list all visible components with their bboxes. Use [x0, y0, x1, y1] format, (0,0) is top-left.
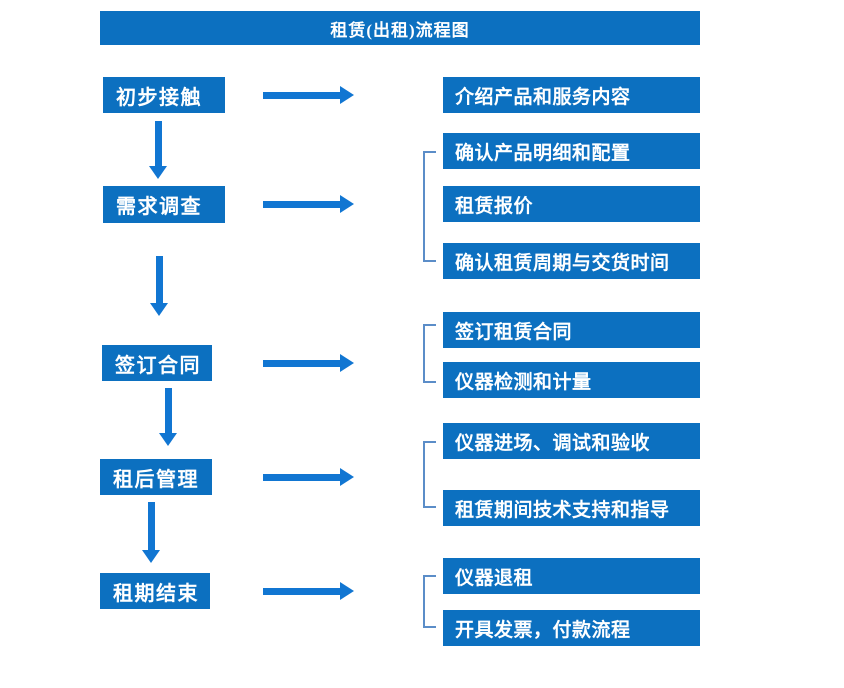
arrow-head — [150, 303, 168, 316]
detail-box-invoice-payment: 开具发票，付款流程 — [443, 610, 700, 646]
arrow-head — [340, 582, 354, 600]
down-arrow-icon — [150, 256, 168, 316]
arrow-shaft — [155, 121, 162, 166]
arrow-shaft — [263, 474, 340, 481]
right-arrow-icon — [263, 582, 354, 600]
arrow-shaft — [263, 588, 340, 595]
bracket-connector-post-rental — [423, 441, 436, 508]
right-arrow-icon — [263, 468, 354, 486]
detail-box-tech-support: 租赁期间技术支持和指导 — [443, 490, 700, 526]
detail-box-confirm-period-delivery: 确认租赁周期与交货时间 — [443, 243, 700, 279]
detail-box-sign-rental-contract: 签订租赁合同 — [443, 312, 700, 348]
right-arrow-icon — [263, 86, 354, 104]
detail-box-rental-quote: 租赁报价 — [443, 186, 700, 222]
right-arrow-icon — [263, 195, 354, 213]
arrow-head — [149, 166, 167, 179]
arrow-shaft — [165, 388, 172, 433]
detail-box-instrument-setup: 仪器进场、调试和验收 — [443, 423, 700, 459]
stage-box-demand-survey: 需求调查 — [103, 186, 225, 223]
detail-box-introduce-products: 介绍产品和服务内容 — [443, 77, 700, 113]
detail-box-confirm-product-config: 确认产品明细和配置 — [443, 133, 700, 169]
stage-box-initial-contact: 初步接触 — [103, 77, 225, 113]
arrow-shaft — [156, 256, 163, 303]
bracket-connector-rental-end — [423, 575, 436, 628]
arrow-shaft — [263, 201, 340, 208]
arrow-shaft — [263, 360, 340, 367]
right-arrow-icon — [263, 354, 354, 372]
stage-box-sign-contract: 签订合同 — [102, 345, 212, 381]
bracket-connector-sign-contract — [423, 324, 436, 383]
arrow-head — [340, 354, 354, 372]
arrow-shaft — [263, 92, 340, 99]
arrow-head — [340, 468, 354, 486]
detail-box-instrument-return: 仪器退租 — [443, 558, 700, 594]
stage-box-rental-end: 租期结束 — [100, 573, 210, 609]
down-arrow-icon — [159, 388, 177, 446]
arrow-head — [340, 86, 354, 104]
stage-box-post-rental-management: 租后管理 — [100, 459, 212, 495]
arrow-head — [340, 195, 354, 213]
arrow-head — [159, 433, 177, 446]
detail-box-instrument-testing: 仪器检测和计量 — [443, 362, 700, 398]
down-arrow-icon — [142, 502, 160, 563]
bracket-connector-demand-survey — [423, 151, 436, 262]
arrow-head — [142, 550, 160, 563]
arrow-shaft — [148, 502, 155, 550]
down-arrow-icon — [149, 121, 167, 179]
flowchart-title: 租赁(出租)流程图 — [100, 11, 700, 45]
